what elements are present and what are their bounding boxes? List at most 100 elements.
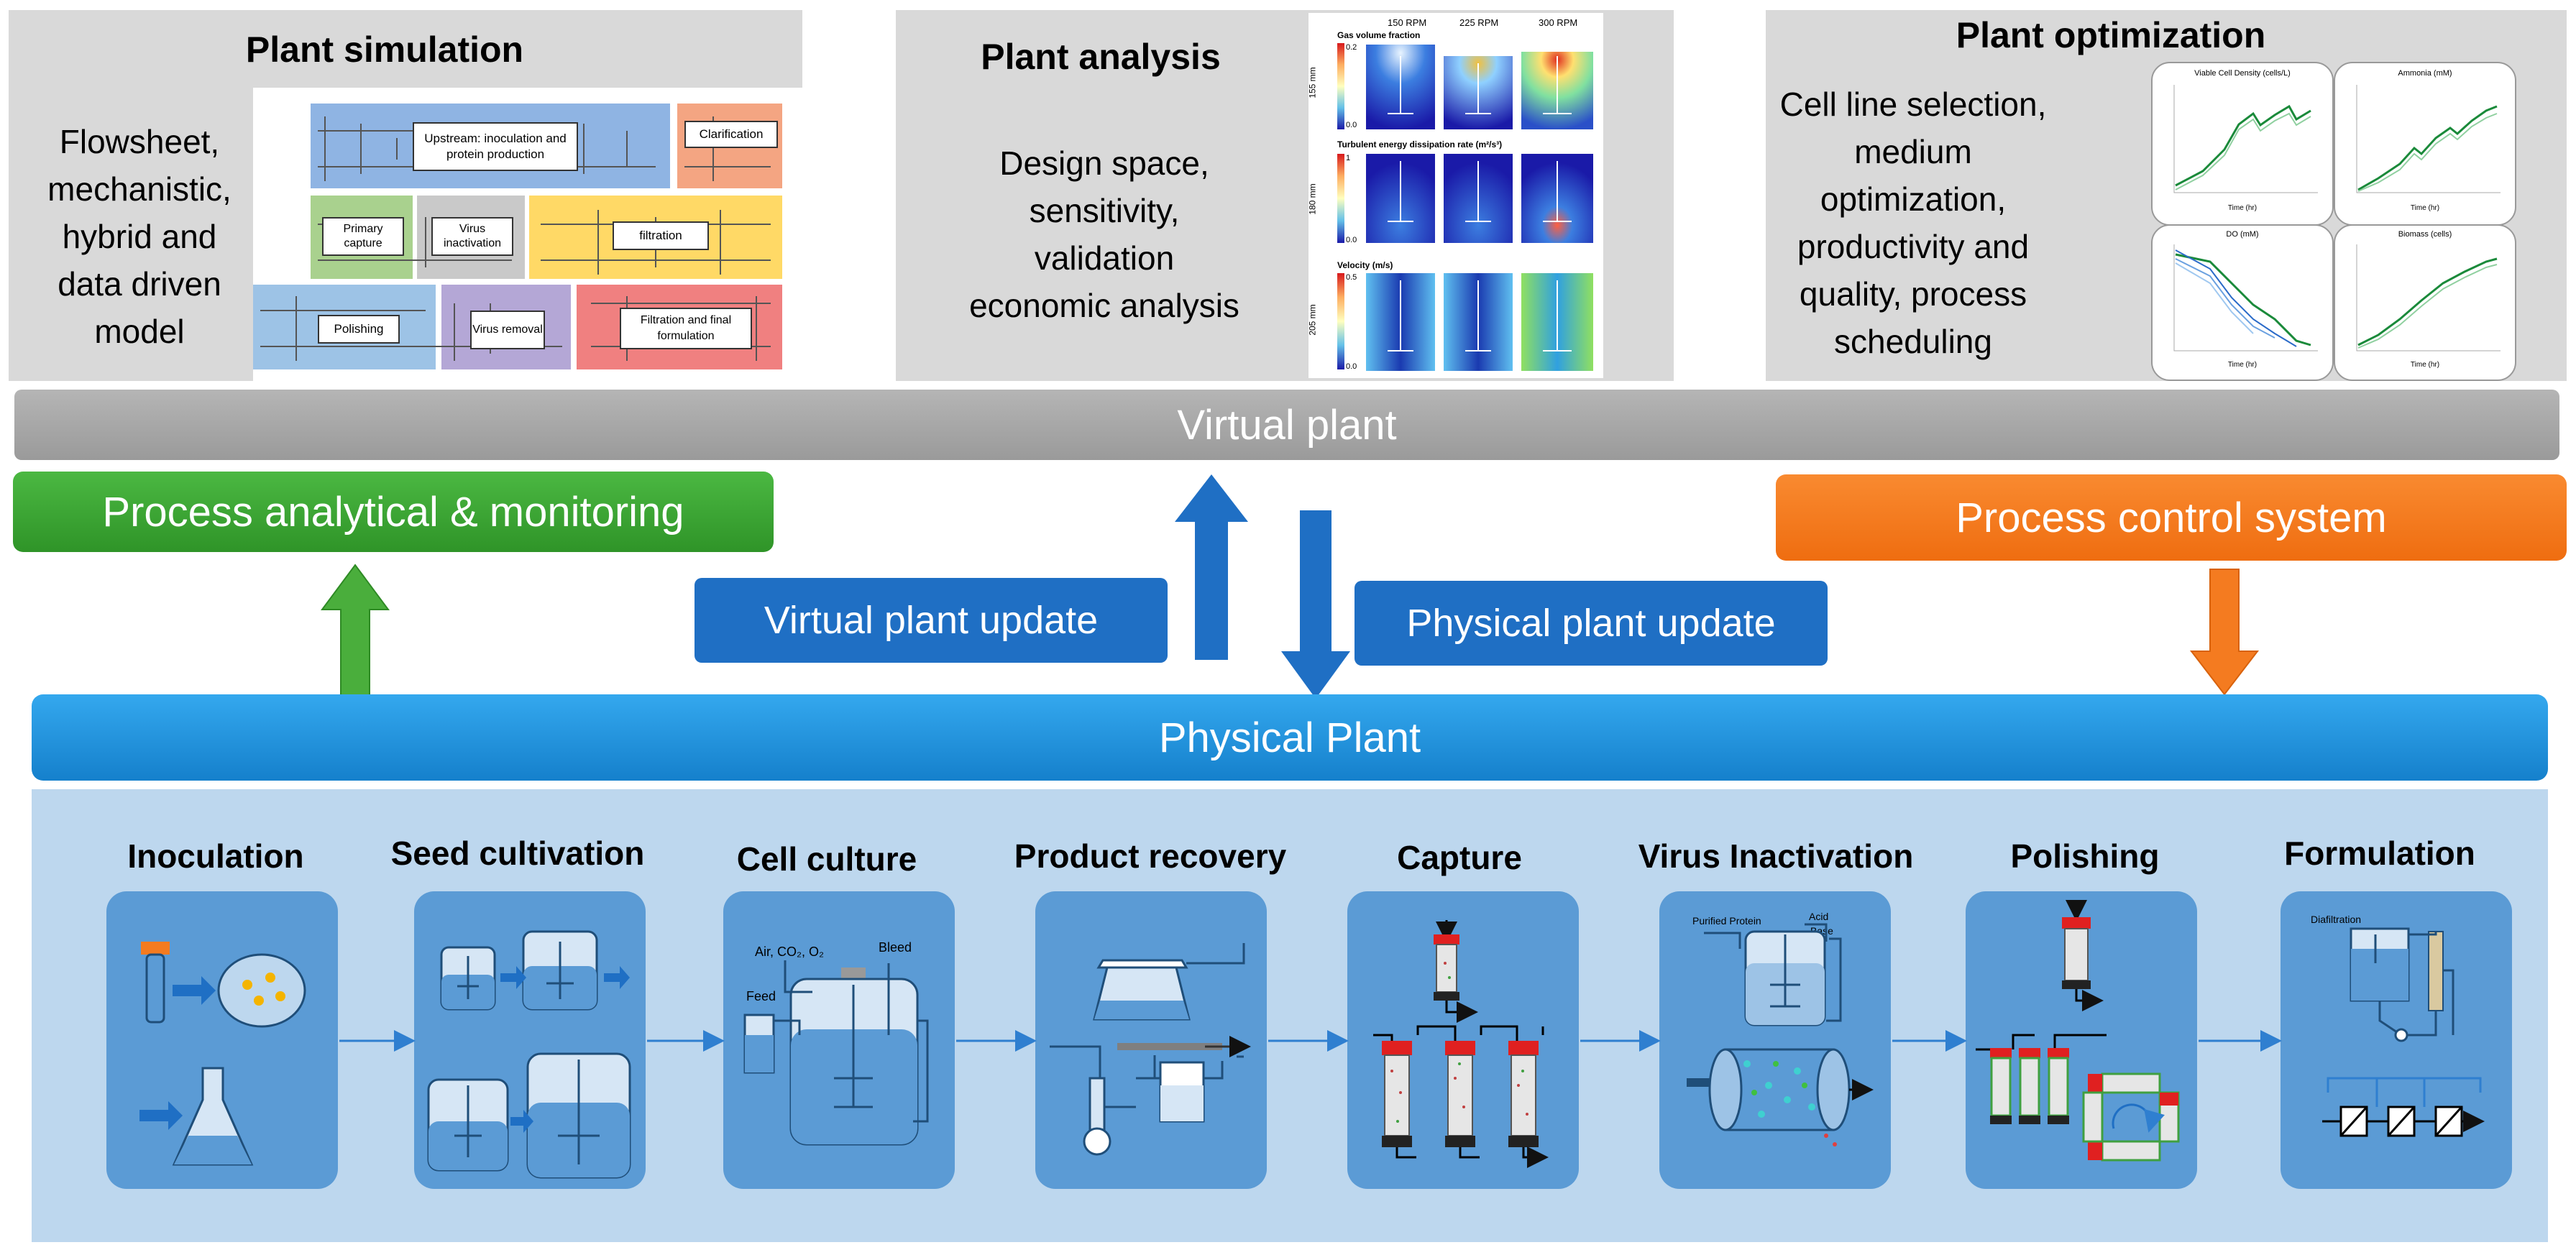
stage-box-product-recovery bbox=[1035, 891, 1267, 1189]
stage-title-cell-culture: Cell culture bbox=[736, 840, 917, 878]
stage-title-virus-inactivation: Virus Inactivation bbox=[1638, 837, 1914, 875]
product-recovery-equipment bbox=[1050, 943, 1251, 1156]
plant-simulation-panel: Plant simulation Flowsheet, mechanistic,… bbox=[9, 10, 802, 381]
plant-optimization-panel: Plant optimization Cell line selection, … bbox=[1766, 10, 2567, 381]
cfd-contours bbox=[1337, 43, 1593, 371]
plant-optimization-title: Plant optimization bbox=[1956, 15, 2266, 55]
plant-analysis-panel: Plant analysis Design space, sensitivity… bbox=[896, 10, 1674, 381]
simulation-desc-line: data driven bbox=[58, 265, 221, 303]
physical-plant-update-label: Physical plant update bbox=[1355, 581, 1828, 666]
optimization-desc-line: quality, process bbox=[1799, 275, 2027, 313]
plant-analysis-title: Plant analysis bbox=[981, 37, 1221, 77]
simulation-desc-line: model bbox=[94, 313, 185, 350]
optimization-desc-line: optimization, bbox=[1820, 180, 2007, 218]
stage-title-formulation: Formulation bbox=[2284, 835, 2475, 872]
virus-acid-label: Acid bbox=[1809, 911, 1828, 922]
flowsheet-label-virus-inactivation-text: Virus inactivation bbox=[443, 223, 502, 249]
flowsheet-label-primary-capture-text: Primary capture bbox=[343, 223, 383, 249]
virus-purified-label: Purified Protein bbox=[1692, 915, 1761, 927]
plant-optimization-description: Cell line selection, medium optimization… bbox=[1766, 81, 2061, 365]
simulation-desc-line: hybrid and bbox=[62, 218, 217, 255]
mini-plot-curve bbox=[2356, 85, 2501, 193]
plant-analysis-description: Design space, sensitivity, validation ec… bbox=[896, 139, 1313, 329]
flowsheet-label-final-text: Filtration and final formulation bbox=[640, 314, 732, 342]
cfd-scale-max: 1 bbox=[1346, 154, 1351, 162]
flowsheet-label-primary-capture: Primary capture bbox=[322, 217, 404, 256]
cfd-scale-min: 0.0 bbox=[1346, 362, 1357, 371]
analysis-desc-line: validation bbox=[1034, 239, 1175, 277]
seed-cultivation-equipment bbox=[427, 930, 631, 1179]
cfd-row-title: Velocity (m/s) bbox=[1337, 260, 1393, 270]
physical-plant-bar: Physical Plant bbox=[32, 694, 2548, 781]
mini-plot: Biomass (cells) Time (hr) bbox=[2334, 224, 2516, 381]
polishing-equipment bbox=[1976, 900, 2180, 1162]
simulation-desc-line: mechanistic, bbox=[47, 170, 232, 208]
mini-plot: Viable Cell Density (cells/L) Time (hr) bbox=[2151, 62, 2334, 226]
virus-inactivation-equipment: Purified Protein Acid Base bbox=[1687, 911, 1874, 1146]
flowsheet-label-virus-inactivation: Virus inactivation bbox=[431, 217, 513, 256]
mini-plot-curve bbox=[2356, 244, 2501, 351]
mini-plot-curve bbox=[2173, 85, 2318, 193]
flowsheet-diagram: Upstream: inoculation and protein produc… bbox=[253, 88, 802, 381]
cell-culture-gas-label: Air, CO₂, O₂ bbox=[755, 945, 824, 959]
mini-plot-xlabel: Time (hr) bbox=[2410, 361, 2440, 369]
flowsheet-label-upstream: Upstream: inoculation and protein produc… bbox=[413, 122, 578, 171]
process-control-bar: Process control system bbox=[1776, 474, 2567, 561]
cell-culture-bleed-label: Bleed bbox=[879, 940, 912, 955]
inoculation-equipment bbox=[139, 942, 306, 1166]
mini-plot: Ammonia (mM) Time (hr) bbox=[2334, 62, 2516, 226]
flowsheet-label-virus-removal-text: Virus removal bbox=[472, 323, 543, 336]
virtual-plant-update-label: Virtual plant update bbox=[695, 578, 1168, 663]
mini-plot-xlabel: Time (hr) bbox=[2227, 361, 2258, 369]
cfd-col-label: 300 RPM bbox=[1539, 17, 1578, 28]
mini-plot-curve bbox=[2173, 244, 2318, 351]
optimization-desc-line: Cell line selection, bbox=[1779, 86, 2047, 123]
analysis-desc-line: sensitivity, bbox=[1029, 192, 1180, 229]
cfd-scale-max: 0.5 bbox=[1346, 273, 1357, 282]
mini-plot-xlabel: Time (hr) bbox=[2410, 204, 2440, 212]
flowsheet-label-polishing: Polishing bbox=[318, 315, 400, 344]
analysis-desc-line: economic analysis bbox=[969, 287, 1239, 324]
physical-update-arrow bbox=[1281, 510, 1350, 699]
stage-title-seed-cultivation: Seed cultivation bbox=[390, 835, 645, 872]
cfd-col-label: 150 RPM bbox=[1388, 17, 1427, 28]
cfd-scale-min: 0.0 bbox=[1346, 236, 1357, 244]
cfd-row-title: Gas volume fraction bbox=[1337, 30, 1421, 40]
arrows-layer bbox=[321, 474, 2260, 699]
monitoring-up-arrow bbox=[321, 564, 390, 698]
mini-plot-title: Viable Cell Density (cells/L) bbox=[2194, 69, 2291, 78]
flowsheet-label-clarification: Clarification bbox=[684, 121, 778, 148]
flowsheet-label-clarification-text: Clarification bbox=[699, 127, 764, 141]
mini-plot: DO (mM) Time (hr) bbox=[2151, 224, 2334, 381]
flowsheet-label-filtration: filtration bbox=[613, 221, 709, 250]
stage-title-product-recovery: Product recovery bbox=[1014, 837, 1287, 875]
virtual-plant-bar: Virtual plant bbox=[14, 390, 2559, 460]
mini-plot-xlabel: Time (hr) bbox=[2227, 204, 2258, 212]
simulation-desc-line: Flowsheet, bbox=[59, 123, 220, 160]
flowsheet-label-upstream-text: Upstream: inoculation and protein produc… bbox=[424, 132, 567, 161]
mini-plot-title: DO (mM) bbox=[2226, 230, 2259, 239]
stage-title-inoculation: Inoculation bbox=[127, 837, 304, 875]
flowsheet-label-virus-removal: Virus removal bbox=[470, 311, 545, 349]
control-down-arrow bbox=[2189, 569, 2260, 696]
analysis-desc-line: Design space, bbox=[999, 144, 1209, 182]
cfd-scale-max: 0.2 bbox=[1346, 43, 1357, 52]
optimization-desc-line: medium bbox=[1854, 133, 1972, 170]
plant-simulation-description: Flowsheet, mechanistic, hybrid and data … bbox=[24, 118, 255, 355]
optimization-desc-line: productivity and bbox=[1797, 228, 2030, 265]
flowsheet-label-polishing-text: Polishing bbox=[334, 322, 384, 336]
capture-equipment bbox=[1373, 920, 1544, 1157]
plant-simulation-title: Plant simulation bbox=[245, 29, 524, 70]
cfd-figure: 150 RPM 225 RPM 300 RPM Gas volume fract… bbox=[1308, 13, 1603, 378]
formulation-equipment: Diafiltration bbox=[2311, 914, 2480, 1136]
mini-plot-title: Ammonia (mM) bbox=[2398, 69, 2452, 78]
cfd-row-title: Turbulent energy dissipation rate (m²/s³… bbox=[1337, 139, 1503, 150]
stage-title-polishing: Polishing bbox=[2010, 837, 2160, 875]
flowsheet-label-filtration-text: filtration bbox=[639, 229, 682, 242]
mini-plot-title: Biomass (cells) bbox=[2398, 230, 2452, 239]
process-monitoring-bar: Process analytical & monitoring bbox=[13, 472, 774, 552]
cfd-scale-min: 0.0 bbox=[1346, 121, 1357, 129]
optimization-desc-line: scheduling bbox=[1834, 323, 1992, 360]
formulation-diafiltration-label: Diafiltration bbox=[2311, 914, 2361, 925]
